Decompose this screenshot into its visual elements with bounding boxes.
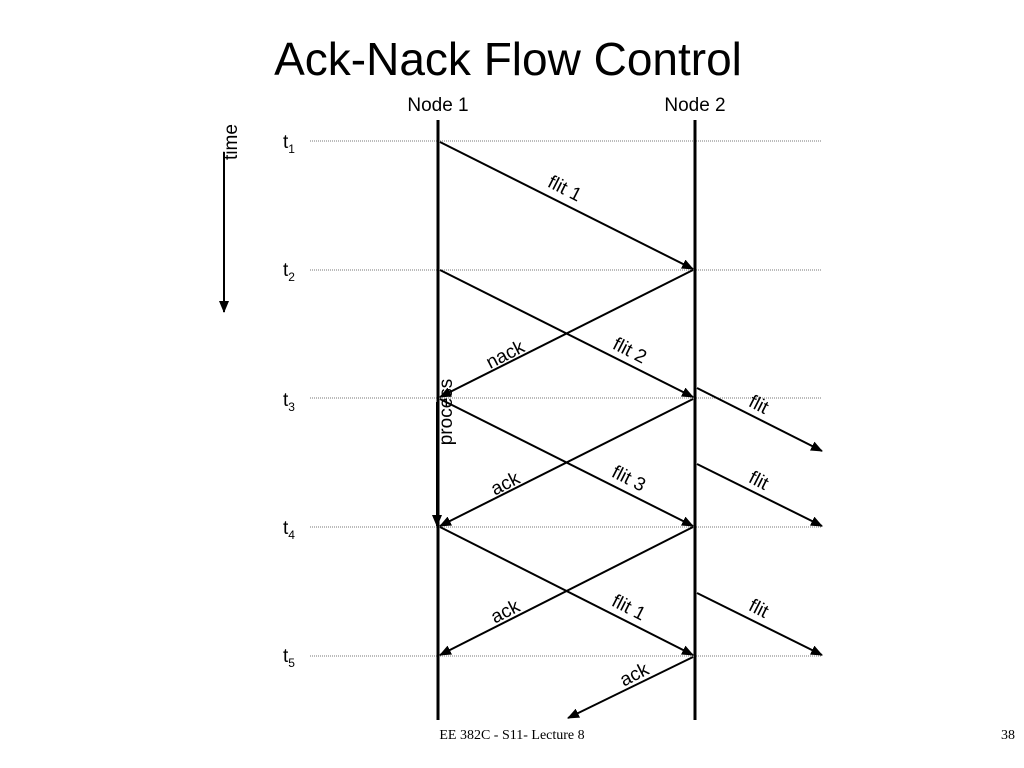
- slide-title: Ack-Nack Flow Control: [274, 33, 742, 85]
- forward-flit-arrow-1: [696, 387, 823, 452]
- flit-3-label: flit 3: [608, 462, 649, 497]
- ack-label-2: ack: [488, 596, 524, 628]
- time-step-label-t3: t3: [283, 390, 295, 414]
- flit-1-label: flit 1: [544, 172, 585, 207]
- slide-footer: EE 382C - S11- Lecture 8: [439, 728, 584, 743]
- nack-label: nack: [483, 336, 529, 373]
- time-gridlines: [310, 140, 822, 657]
- ack-label-3: ack: [617, 659, 653, 691]
- message-arrows: [439, 141, 823, 719]
- time-step-label-t5: t5: [283, 646, 295, 670]
- flit-2-label: flit 2: [609, 334, 650, 369]
- time-axis-label: time: [221, 124, 242, 160]
- page-number: 38: [1001, 728, 1015, 743]
- node-1-label: Node 1: [407, 95, 468, 116]
- time-step-label-t2: t2: [283, 260, 295, 284]
- process-label: process: [436, 379, 457, 446]
- forward-flit-arrow-2: [696, 463, 823, 527]
- flit-1-arrow: [439, 141, 694, 270]
- forward-flit-arrow-3: [696, 592, 823, 656]
- time-step-label-t4: t4: [283, 518, 295, 542]
- ack-arrow-3: [567, 656, 694, 719]
- ack-arrow-1: [439, 398, 694, 527]
- nack-arrow: [439, 269, 694, 398]
- ack-label-1: ack: [488, 468, 524, 500]
- ack-arrow-2: [439, 526, 694, 656]
- flit-1-retransmit-label: flit 1: [608, 591, 649, 626]
- time-step-label-t1: t1: [283, 132, 295, 156]
- node-2-label: Node 2: [664, 95, 725, 116]
